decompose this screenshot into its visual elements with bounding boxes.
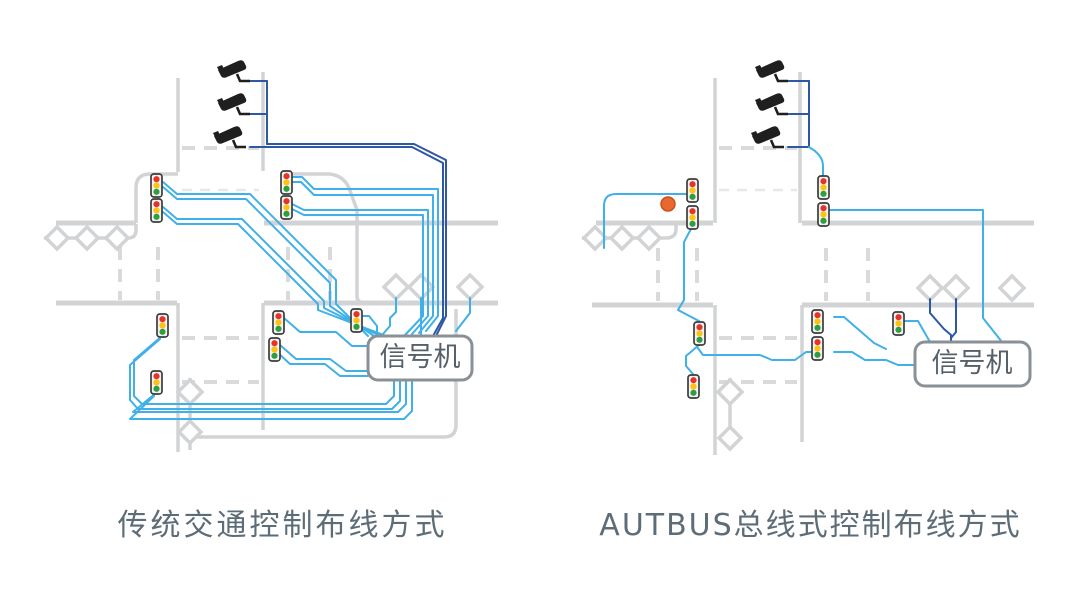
- loop-detector-icons: [582, 225, 1026, 451]
- traffic-light-icon: [817, 202, 830, 227]
- loop-detector-icon: [456, 273, 484, 301]
- signal-box-label: 信号机: [932, 348, 1013, 379]
- loop-detector-icon: [177, 419, 203, 445]
- camera-icon: [753, 91, 790, 116]
- traffic-light-icon: [686, 178, 699, 203]
- traffic-light-icon: [280, 195, 293, 220]
- loop-detector-icon: [74, 225, 100, 251]
- camera-icon: [749, 124, 786, 149]
- caption-traditional: 传统交通控制布线方式: [117, 508, 448, 543]
- loop-detector-icon: [44, 225, 70, 251]
- traffic-light-icon: [892, 311, 905, 336]
- caption-autbus: AUTBUS总线式控制布线方式: [599, 508, 1022, 543]
- camera-icon: [215, 91, 252, 116]
- traffic-light-icon: [350, 308, 363, 333]
- autbus-panel: 信号机: [582, 58, 1034, 455]
- traffic-light-icon: [280, 170, 293, 195]
- traffic-light-icon: [817, 175, 830, 200]
- signal-box-label: 信号机: [380, 342, 461, 373]
- loop-detector-icon: [998, 274, 1026, 302]
- signal-box: 信号机: [366, 334, 474, 382]
- loop-detector-icon: [942, 274, 970, 302]
- loop-detector-icon: [407, 273, 435, 301]
- traffic-light-icon: [150, 370, 163, 395]
- traffic-light-icon: [272, 310, 285, 335]
- camera-cable-bundle: [249, 80, 447, 337]
- traffic-light-icon: [811, 336, 824, 361]
- loop-detector-icon: [916, 274, 944, 302]
- traffic-light-icon: [693, 321, 706, 346]
- traffic-light-icon: [687, 374, 700, 399]
- traffic-light-icon: [811, 309, 824, 334]
- traffic-light-icon: [156, 313, 169, 338]
- camera-group: [749, 58, 790, 149]
- camera-cable-bundle: [787, 80, 957, 343]
- signal-cable-bundles: [129, 176, 471, 420]
- signal-box: 信号机: [913, 340, 1032, 388]
- traffic-light-icon: [150, 198, 163, 223]
- loop-detector-icon: [582, 225, 608, 251]
- loop-detector-icon: [609, 225, 635, 251]
- traffic-light-icon: [150, 173, 163, 198]
- bus-cable: [603, 146, 1003, 375]
- loop-detector-icon: [636, 225, 662, 251]
- camera-group: [211, 58, 252, 149]
- traffic-light-icon: [268, 337, 281, 362]
- camera-icon: [211, 124, 248, 149]
- road-network: [44, 72, 498, 452]
- camera-icon: [753, 58, 790, 83]
- traffic-light-icon: [686, 205, 699, 230]
- traditional-panel: 信号机: [44, 58, 498, 452]
- loop-detector-icon: [382, 273, 410, 301]
- camera-icon: [215, 58, 252, 83]
- road-network: [582, 72, 1034, 455]
- loop-detector-icon: [717, 425, 743, 451]
- loop-detector-icon: [104, 225, 130, 251]
- bus-node-icon: [660, 196, 676, 212]
- loop-detector-icon: [176, 378, 204, 406]
